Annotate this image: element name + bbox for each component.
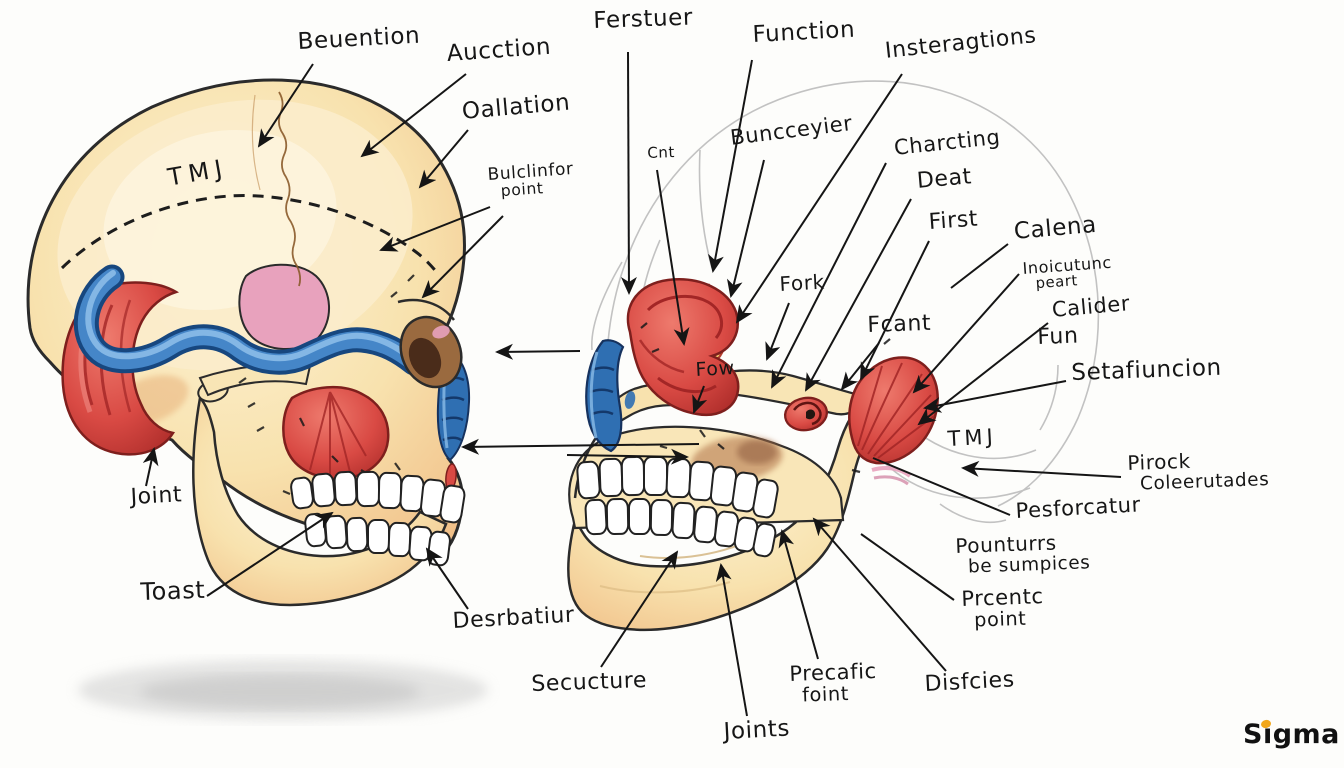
leader-pesforcatur — [872, 457, 1011, 516]
leader-secucture — [600, 550, 679, 668]
leader-disfcies — [812, 517, 947, 672]
tooth — [605, 497, 630, 536]
tooth — [387, 521, 412, 558]
tooth — [620, 455, 646, 497]
left-eye-socket — [397, 298, 463, 389]
tooth — [324, 514, 348, 550]
tooth — [345, 516, 369, 553]
leader-inoicutunc — [912, 273, 1020, 394]
leader-precafic — [778, 529, 819, 660]
tooth — [311, 472, 336, 508]
leader-desrbatiur — [425, 547, 469, 610]
leader-buncceyier — [726, 159, 765, 298]
tooth — [598, 457, 624, 498]
leader-bulclinfor-2 — [421, 215, 504, 299]
tmj-dashed-line — [60, 194, 440, 275]
tooth — [427, 530, 451, 567]
tooth — [439, 484, 466, 524]
teeth — [290, 455, 779, 567]
tooth — [290, 476, 314, 510]
leader-ferstuer — [620, 51, 637, 295]
right-skull — [567, 80, 1100, 631]
tooth — [752, 478, 779, 519]
left-skull — [26, 78, 471, 607]
sigma-logo-text: Sigma — [1243, 719, 1340, 750]
tooth — [333, 470, 358, 507]
leader-oallation — [418, 129, 469, 189]
suture-lines — [251, 91, 302, 287]
skull-shadow — [78, 660, 488, 720]
leader-bulclinfor-1 — [379, 206, 491, 252]
tooth — [643, 456, 668, 496]
tooth — [752, 522, 777, 558]
leader-insteragtions — [735, 73, 903, 324]
leader-cnt — [656, 169, 690, 346]
leader-joint — [142, 447, 159, 487]
red-coil-muscle — [626, 278, 740, 417]
leader-charcting — [771, 162, 887, 389]
left-tick-marks — [238, 274, 415, 496]
tooth — [628, 498, 651, 535]
tooth — [665, 457, 692, 499]
leader-setafiuncion — [923, 380, 1067, 413]
leader-calena — [950, 243, 1009, 289]
leader-function — [708, 59, 753, 273]
leader-compare-lower — [461, 438, 700, 455]
tooth — [693, 505, 718, 544]
leader-pirock — [961, 460, 1122, 478]
leader-fcant — [840, 342, 880, 391]
leader-joints — [715, 563, 748, 717]
leader-calider — [917, 322, 1049, 426]
pink-temporal-region — [238, 263, 331, 351]
leader-deat — [805, 198, 912, 392]
tooth — [355, 470, 381, 508]
blue-nasal-structure-right — [585, 339, 636, 453]
tooth — [576, 460, 601, 500]
tooth — [377, 471, 403, 510]
leader-fow — [692, 385, 708, 414]
blue-vessel-band — [73, 264, 427, 376]
leader-aucction — [360, 73, 467, 158]
leader-teeth-span — [566, 448, 689, 465]
leader-compare-upper — [495, 343, 581, 360]
leader-first — [860, 240, 930, 381]
tooth — [649, 498, 674, 537]
red-ball-muscle — [783, 396, 829, 432]
red-fan-muscle-left — [282, 385, 390, 481]
leader-toast — [206, 511, 334, 597]
leader-lines — [142, 51, 1122, 717]
tooth — [584, 498, 608, 536]
sigma-logo: Sigma — [1243, 718, 1340, 750]
leader-fork — [765, 302, 790, 361]
leader-beuention — [257, 63, 314, 148]
tooth — [671, 501, 696, 540]
tooth — [367, 519, 390, 554]
leader-prcentc — [860, 533, 955, 601]
